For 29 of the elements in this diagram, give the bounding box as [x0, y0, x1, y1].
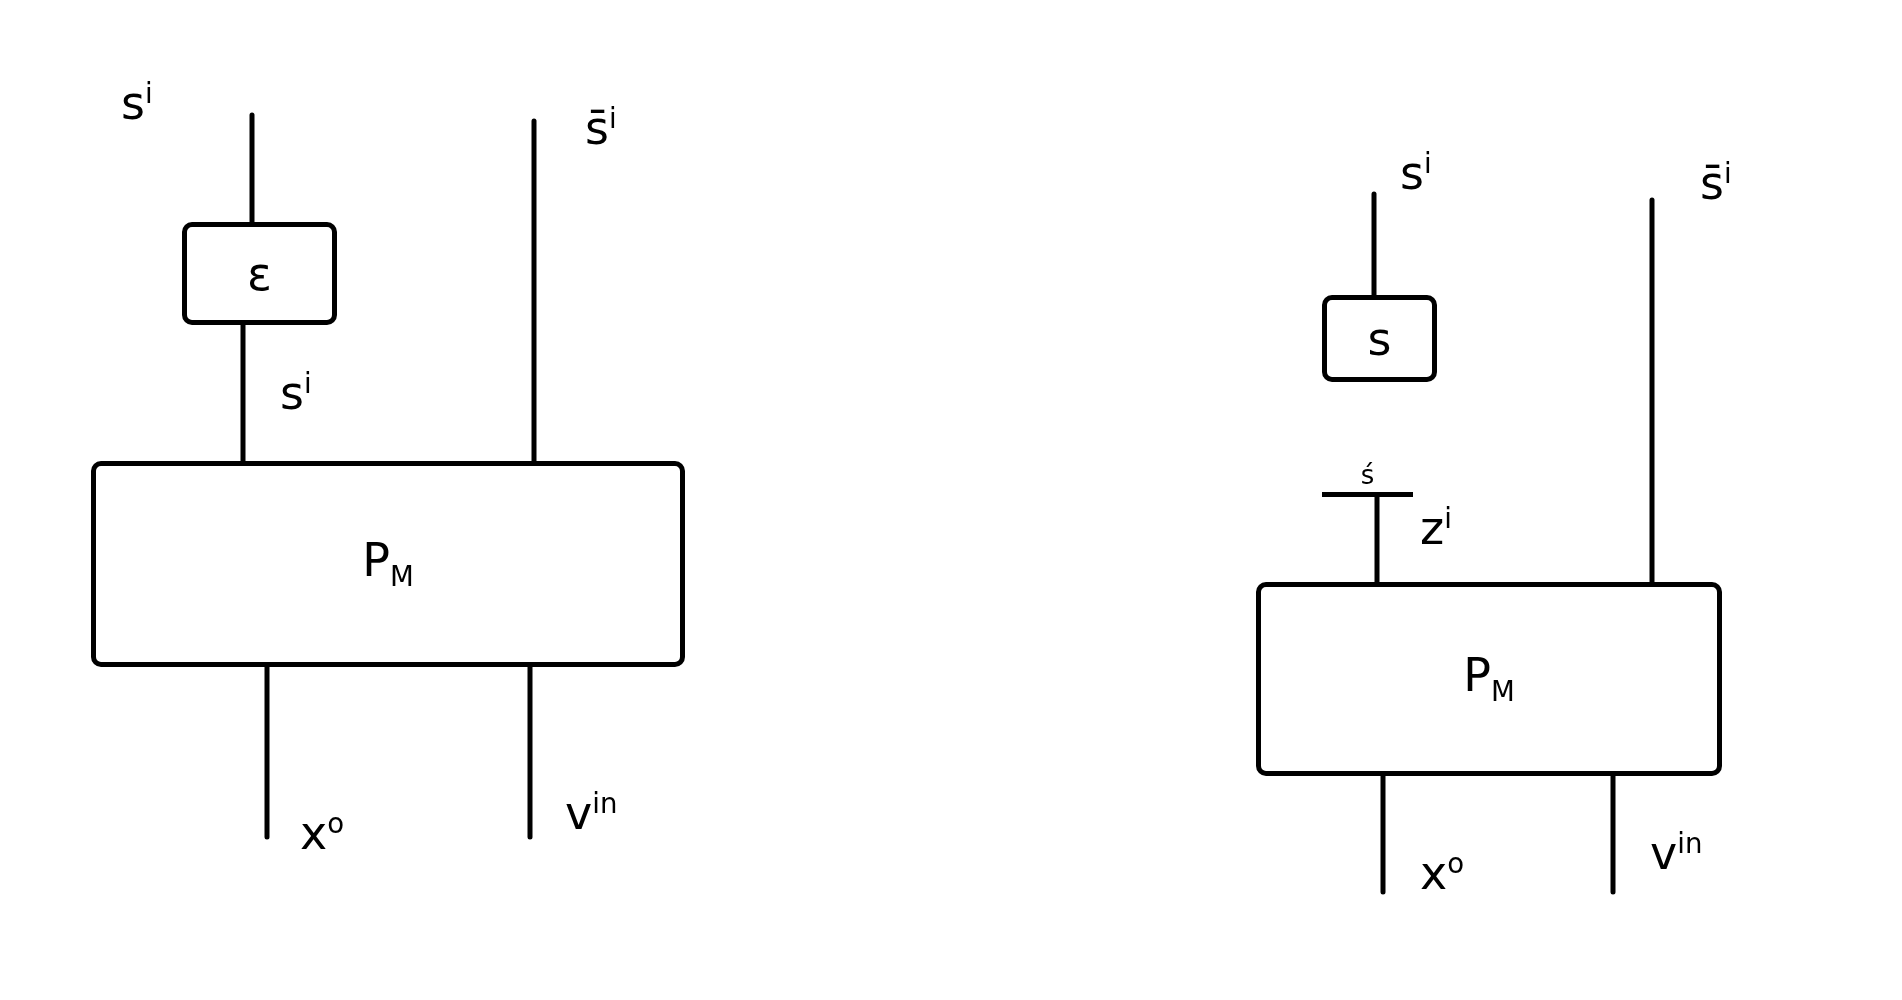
wire: [1610, 773, 1616, 895]
wire-label: x$^{o}$: [300, 810, 345, 857]
wire-label: s$^{i}$: [1400, 150, 1432, 197]
box-label: P$_{M}$: [362, 537, 414, 591]
wire-label: s̄$^{i}$: [1700, 160, 1732, 207]
wire-label: s$^{i}$: [280, 370, 312, 417]
wire-label: x$^{o}$: [1420, 850, 1465, 897]
wire: [531, 118, 537, 464]
box-label: P$_{M}$: [1463, 652, 1515, 706]
wire: [1374, 494, 1380, 585]
wire: [1380, 773, 1386, 895]
wire: [527, 664, 533, 840]
wire: [264, 664, 270, 840]
wire-label: s̄$^{i}$: [585, 105, 617, 152]
box-label: ś: [1360, 462, 1375, 488]
process-box: [1322, 295, 1437, 382]
wire-label: v$^{in}$: [1650, 830, 1703, 877]
wire: [1649, 197, 1655, 585]
wire-label: v$^{in}$: [565, 790, 618, 837]
wire-label: z$^{i}$: [1420, 505, 1452, 552]
wire-label: s$^{i}$: [121, 80, 153, 127]
process-box: [91, 461, 685, 667]
wire: [1371, 191, 1377, 298]
box-label: s: [1367, 315, 1392, 362]
box-label: ε: [247, 250, 272, 297]
process-box: [182, 222, 337, 325]
process-box: [1256, 582, 1722, 776]
wire: [240, 322, 246, 464]
wire: [249, 112, 255, 225]
